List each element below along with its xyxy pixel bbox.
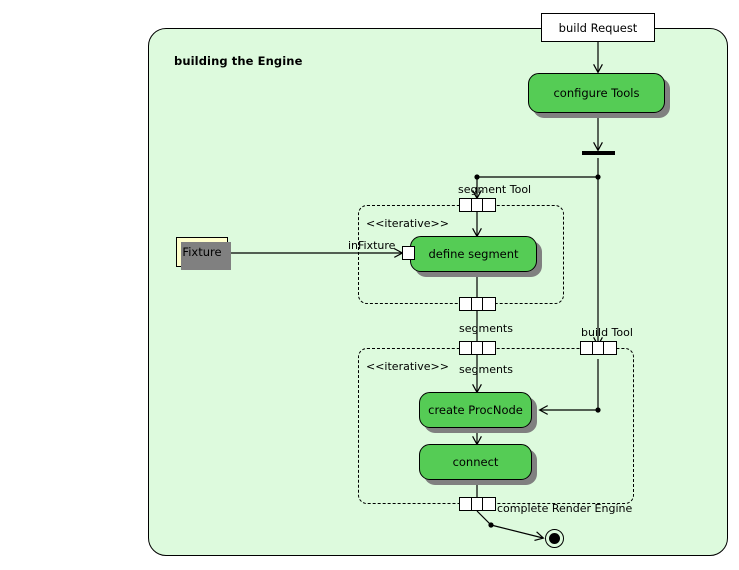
action-connect-label: connect xyxy=(452,455,499,469)
expansion-cell xyxy=(581,342,593,354)
label-segment-tool: segment Tool xyxy=(458,183,532,196)
expansion-cell xyxy=(483,498,495,510)
expansion-cell xyxy=(483,298,495,310)
label-in-fixture: inFixture xyxy=(348,239,396,252)
expansion-cell xyxy=(460,498,472,510)
expansion-cell xyxy=(483,342,495,354)
label-build-tool: build Tool xyxy=(581,326,633,339)
expansion-cell xyxy=(593,342,605,354)
expansion-node-segments-in[interactable] xyxy=(459,341,496,355)
action-define-segment-label: define segment xyxy=(428,247,519,261)
action-connect[interactable]: connect xyxy=(419,444,532,480)
label-complete-render-engine: complete Render Engine xyxy=(497,502,633,515)
fork-bar xyxy=(582,151,615,155)
expansion-region-procnodes-stereotype: <<iterative>> xyxy=(366,360,449,373)
input-pin-in-fixture[interactable] xyxy=(402,246,415,260)
action-configure-tools[interactable]: configure Tools xyxy=(528,73,665,113)
expansion-cell xyxy=(460,199,472,211)
expansion-cell xyxy=(460,298,472,310)
expansion-node-complete-render-engine[interactable] xyxy=(459,497,496,511)
expansion-node-segments-out[interactable] xyxy=(459,297,496,311)
label-segments-in: segments xyxy=(459,363,513,376)
activity-frame-title: building the Engine xyxy=(174,54,303,68)
expansion-cell xyxy=(472,498,484,510)
action-define-segment[interactable]: define segment xyxy=(410,236,537,272)
expansion-cell xyxy=(460,342,472,354)
expansion-cell xyxy=(472,298,484,310)
action-configure-tools-label: configure Tools xyxy=(553,86,640,100)
activity-final-node xyxy=(545,529,564,548)
node-build-request[interactable]: build Request xyxy=(541,13,655,42)
expansion-cell xyxy=(472,342,484,354)
action-create-procnode[interactable]: create ProcNode xyxy=(419,392,532,428)
expansion-cell xyxy=(483,199,495,211)
expansion-node-segment-tool[interactable] xyxy=(459,198,496,212)
expansion-node-build-tool[interactable] xyxy=(580,341,617,355)
expansion-region-segments-stereotype: <<iterative>> xyxy=(366,217,449,230)
node-fixture[interactable]: Fixture xyxy=(176,237,231,270)
action-create-procnode-label: create ProcNode xyxy=(428,403,523,417)
expansion-cell xyxy=(604,342,616,354)
label-segments-out: segments xyxy=(459,322,513,335)
node-fixture-label: Fixture xyxy=(182,245,222,259)
expansion-cell xyxy=(472,199,484,211)
node-build-request-label: build Request xyxy=(558,20,638,35)
expansion-region-procnodes xyxy=(358,348,634,504)
